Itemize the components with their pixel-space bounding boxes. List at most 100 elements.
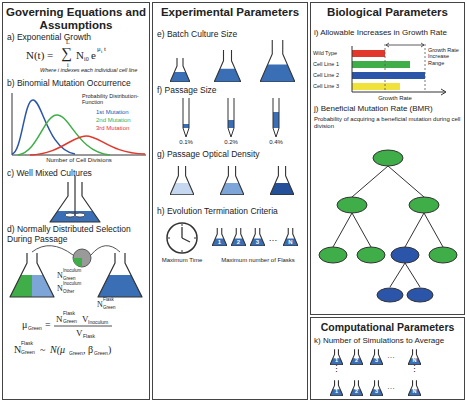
section-heading: i) Allowable Increases in Growth Rate [314, 28, 447, 37]
cell [357, 247, 385, 263]
chart-axis [12, 93, 146, 155]
flask-number: 3 [375, 388, 378, 394]
growth-bar [352, 83, 400, 90]
cell [409, 197, 439, 213]
flask-icon [330, 380, 343, 396]
formula-term: N(t) = [26, 49, 53, 62]
formula-term: L [66, 39, 70, 46]
formula-term: Flask [103, 297, 114, 302]
formula-term: Green [103, 305, 116, 310]
range-line [385, 44, 386, 92]
flask-icon [250, 228, 265, 246]
formula-term: t [104, 45, 106, 53]
pipette-liquid [228, 120, 234, 128]
clock-hand [181, 227, 182, 238]
panel-heading: Computational Parameters [311, 318, 464, 333]
distribution-curve [30, 136, 145, 155]
pipette-outline [183, 98, 189, 137]
formula-term: Flask [83, 334, 95, 340]
flask-icon [408, 349, 421, 365]
formula-term: e [91, 49, 96, 62]
flask-icon [170, 58, 190, 82]
mutant-cell [377, 288, 403, 302]
flask-number: N [413, 357, 417, 363]
formula-term: N [56, 314, 63, 324]
formula-term: ∑ [61, 45, 72, 62]
section-heading: f) Passage Size [157, 86, 217, 96]
formula-term: Inoculum [88, 320, 108, 326]
flask-number: 3 [256, 239, 259, 246]
label-text: Cell Line 1 [313, 61, 339, 67]
flask-icon [231, 228, 246, 246]
flask-number: 3 [375, 357, 378, 363]
formula-term: N [14, 344, 21, 356]
transfer-line [32, 246, 73, 255]
formula-term: μ [97, 45, 101, 53]
formula-term: Green [28, 326, 42, 332]
flask-number: 2 [237, 239, 240, 246]
formula-term: i [101, 49, 102, 55]
stirrer-blade [65, 213, 75, 217]
formula-term: Green [21, 350, 35, 356]
label-text: 0.2% [224, 139, 238, 146]
formula-term: V [82, 314, 89, 324]
label-text: Growth Rate Increase Range [428, 47, 464, 66]
cell [337, 197, 367, 213]
flask-icon [220, 166, 244, 195]
label-text: Maximum Time [162, 257, 203, 264]
clock-face [167, 223, 197, 253]
range-line [425, 44, 426, 92]
panel-heading: Governing Equations and Assumptions [3, 3, 149, 32]
growth-bar [352, 50, 385, 57]
inoculum-circle [73, 249, 91, 267]
formula-term: V [76, 328, 83, 338]
formula-term: Green [94, 351, 108, 357]
formula-term: β [88, 344, 93, 356]
flask-icon [270, 166, 294, 195]
label-text: 3rd Mutation [96, 125, 129, 132]
label-text: 0.4% [269, 139, 283, 146]
formula-term: Green [69, 351, 83, 357]
axis-arrowhead [441, 89, 446, 95]
formula-term: Flask [21, 341, 33, 347]
flask-number: 2 [355, 357, 358, 363]
flask-number: N [288, 239, 292, 246]
label-text: Growth Rate [378, 95, 412, 102]
flask-icon [350, 349, 363, 365]
formula-term: N [76, 49, 84, 62]
section-heading: h) Evolution Termination Criteria [157, 207, 278, 217]
formula-term: ) [108, 344, 111, 356]
formula-term: Green [63, 319, 77, 325]
label-text: Wild Type [313, 50, 337, 56]
formula-term: = [45, 319, 51, 331]
formula-term: ~ [40, 344, 45, 356]
label-text: Number of Cell Divisions [46, 157, 112, 164]
clock-hand [182, 238, 190, 242]
label-text: 2nd Mutation [96, 117, 131, 124]
panel-heading: Experimental Parameters [153, 3, 307, 19]
formula-term: Inoculum [63, 268, 81, 273]
mutant-cell [407, 288, 433, 302]
tree-branch [333, 166, 443, 287]
flask-icon [170, 166, 194, 195]
section-heading: ⋮ [410, 364, 419, 374]
flask-liquid [98, 275, 142, 297]
flask-icon [370, 380, 383, 396]
section-heading: … [269, 233, 278, 243]
flask-icon [212, 228, 227, 246]
formula-term: Flask [63, 311, 75, 317]
formula-term: Other [63, 289, 74, 294]
pipette-outline [228, 98, 234, 137]
pipette-liquid [183, 124, 189, 128]
section-heading: ⋮ [332, 364, 341, 374]
flask-number: 2 [355, 388, 358, 394]
label-text: Probability of acquiring a beneficial mu… [314, 116, 462, 130]
flask-number: 1 [335, 388, 338, 394]
section-heading: b) Binomial Mutation Occurrence [7, 79, 131, 89]
mutant-cell [391, 247, 419, 263]
flask-icon [283, 228, 298, 246]
flask-liquid [10, 275, 32, 297]
panel-heading: Biological Parameters [311, 3, 464, 19]
formula-term: N(μ [50, 344, 65, 356]
